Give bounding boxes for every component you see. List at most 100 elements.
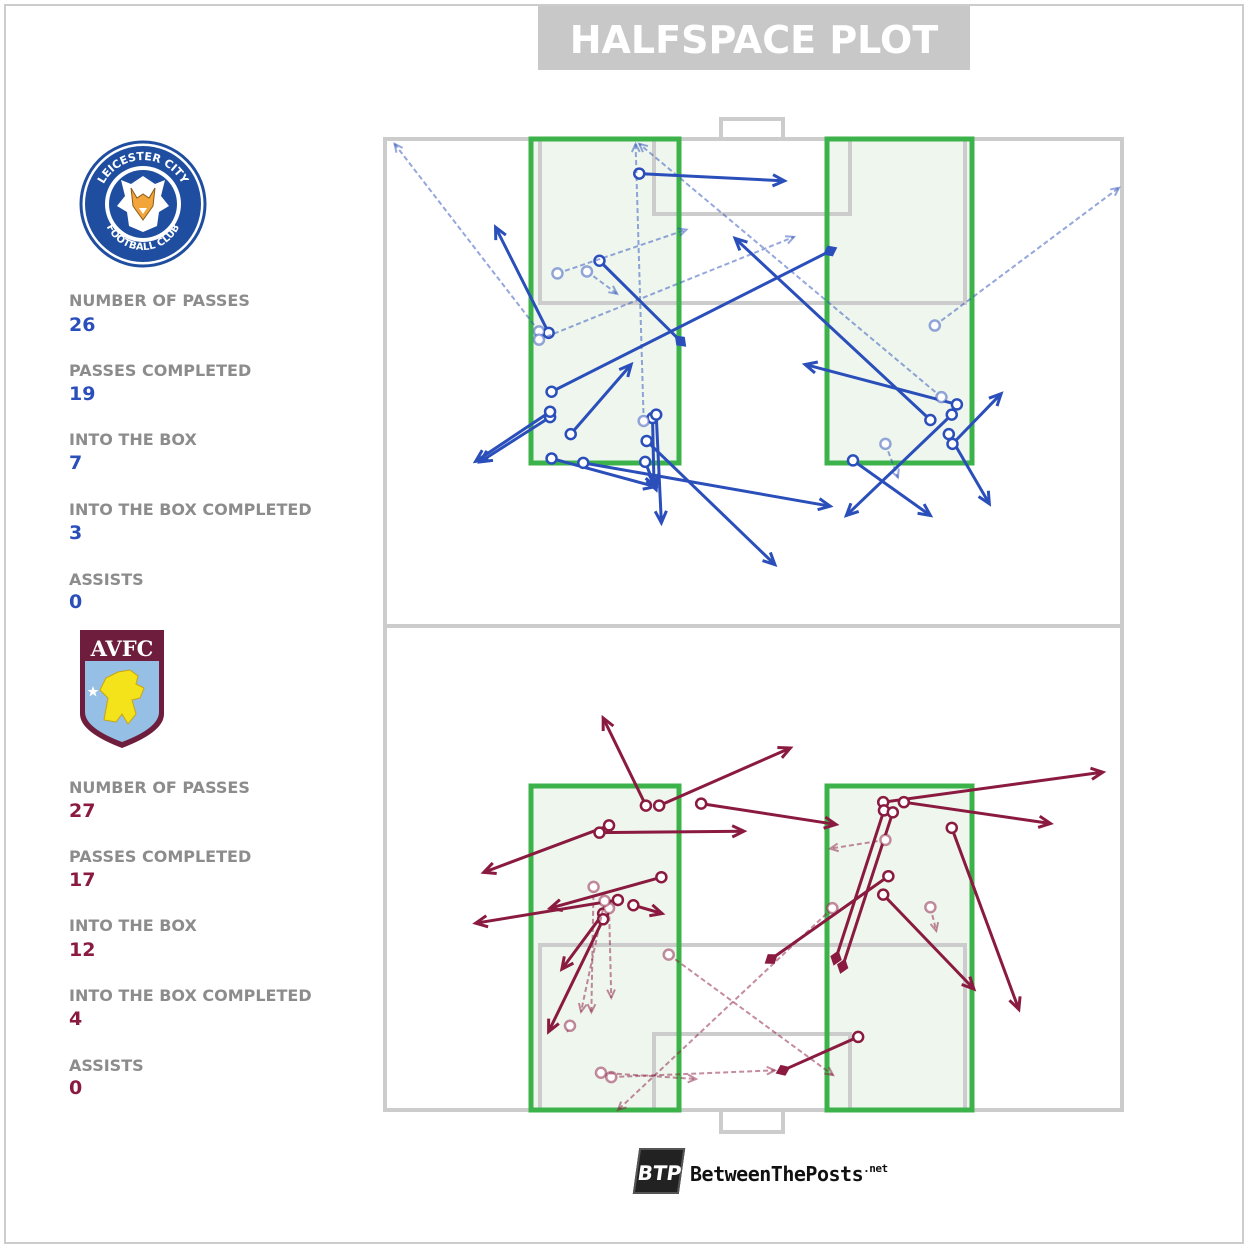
pass-arrow: [843, 408, 959, 518]
lei-completed-value: 19: [69, 383, 96, 405]
pass-line: [582, 461, 831, 508]
arrow-head: [731, 824, 748, 839]
pass-origin: [876, 888, 890, 901]
arrow-head: [817, 497, 834, 512]
pass-origin: [637, 414, 650, 428]
pass-line: [634, 143, 645, 422]
key-pass-marker: [764, 954, 778, 964]
arrow-head: [637, 142, 649, 153]
arrow-head: [546, 898, 564, 912]
pass-line: [651, 418, 656, 485]
pass-arrow: [393, 142, 546, 338]
pass-arrow: [547, 913, 610, 1035]
arrow-head: [480, 861, 497, 876]
villa-badge-text: AVFC: [90, 636, 154, 661]
arrow-head: [977, 490, 992, 507]
arrow-head: [677, 227, 689, 237]
pass-line: [645, 439, 776, 566]
pass-arrow: [563, 1019, 577, 1033]
avl-box-completed-label: INTO THE BOX COMPLETED: [69, 986, 312, 1005]
pass-line: [782, 1035, 859, 1072]
arrow-head: [586, 1003, 597, 1015]
pass-arrow: [801, 360, 964, 411]
key-pass-marker: [775, 1064, 791, 1076]
pass-origin: [851, 1030, 865, 1044]
pass-origin: [935, 390, 948, 404]
pass-origin: [945, 408, 959, 421]
pass-line: [474, 410, 551, 463]
pass-arrow: [605, 1065, 778, 1084]
pass-arrow: [946, 391, 1004, 451]
arrow-head: [988, 391, 1004, 407]
bottom-goal: [719, 1108, 785, 1134]
pass-arrow: [694, 797, 840, 830]
arrow-head: [653, 510, 668, 527]
pass-line: [479, 415, 551, 464]
key-pass-marker: [836, 958, 849, 974]
arrow-head: [929, 921, 940, 934]
avl-assists-label: ASSISTS: [69, 1056, 144, 1075]
pass-line: [608, 908, 613, 998]
pass-line: [638, 143, 943, 398]
arrow-head: [577, 1002, 588, 1014]
arrow-head: [777, 745, 794, 759]
pass-origin: [543, 405, 557, 418]
arrow-head: [687, 1073, 699, 1084]
pass-arrow: [640, 434, 778, 568]
pass-origin: [594, 1066, 608, 1079]
arrow-head: [393, 142, 404, 153]
pass-line: [804, 363, 958, 406]
pass-series: [393, 141, 1121, 568]
pass-arrow: [593, 824, 748, 839]
pass-origin: [946, 437, 959, 451]
arrow-head: [732, 235, 748, 252]
pass-line: [550, 249, 831, 394]
pass-arrow: [480, 819, 616, 876]
pass-origin: [662, 948, 675, 961]
pass-line: [393, 143, 540, 332]
pass-origin: [846, 454, 860, 467]
pass-arrow: [532, 235, 797, 346]
lei-completed-label: PASSES COMPLETED: [69, 361, 252, 380]
pass-origin: [649, 408, 663, 421]
pass-origin: [924, 900, 937, 914]
pass-arrow: [879, 437, 900, 480]
pass-origin: [605, 1070, 618, 1084]
arrow-head: [618, 361, 634, 378]
arrow-head: [616, 1101, 627, 1112]
arrow-head: [559, 956, 575, 972]
pass-origin: [655, 870, 668, 884]
pass-arrow: [876, 888, 977, 992]
pass-arrow: [546, 870, 668, 912]
arrow-head: [494, 224, 507, 241]
pass-origin: [577, 456, 590, 470]
pass-origin: [596, 913, 610, 926]
pass-origin: [882, 869, 895, 883]
pass-line: [845, 413, 953, 517]
lei-passes-label: NUMBER OF PASSES: [69, 291, 250, 310]
pass-origin: [945, 821, 959, 835]
pass-origin: [627, 899, 640, 912]
pass-line: [599, 829, 744, 835]
lei-passes-value: 26: [69, 314, 96, 336]
arrow-head: [472, 914, 489, 929]
pass-line: [700, 802, 837, 826]
pass-origin: [694, 797, 708, 810]
brand-suffix: .net: [863, 1162, 888, 1175]
pass-arrow: [594, 1066, 699, 1084]
pass-origin: [602, 819, 616, 832]
pass-line: [884, 443, 899, 478]
key-pass-marker: [823, 245, 838, 257]
pass-arrow: [627, 899, 666, 918]
pass-origin: [652, 799, 666, 812]
pass-origin: [551, 267, 564, 280]
pass-arrow: [662, 948, 835, 1077]
pass-origin: [564, 427, 577, 441]
pass-arrow: [601, 714, 653, 812]
pass-line: [560, 912, 605, 971]
pass-line: [569, 363, 633, 436]
pass-origin: [545, 452, 558, 465]
pass-arrow: [649, 408, 668, 527]
page-title: HALFSPACE PLOT: [569, 18, 939, 62]
